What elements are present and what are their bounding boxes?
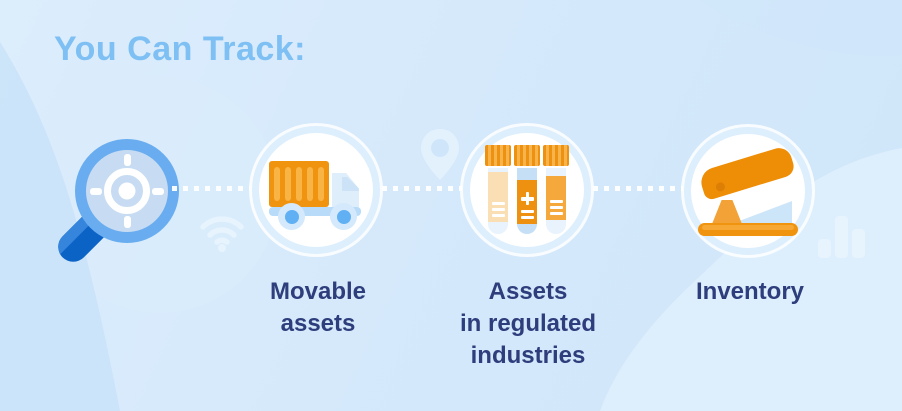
truck-window xyxy=(342,177,359,191)
truck-wheel xyxy=(278,203,305,230)
item-label-regulated-assets: Assets in regulated industries xyxy=(459,278,597,369)
magnifier-lens xyxy=(75,139,179,243)
crosshair-tick xyxy=(152,187,164,195)
truck-cab xyxy=(332,173,359,207)
stapler-base xyxy=(698,223,798,236)
page-title: You Can Track: xyxy=(54,30,306,68)
crosshair-tick xyxy=(123,216,131,228)
location-pin-icon xyxy=(421,129,459,180)
crosshair-center-dot xyxy=(118,182,136,200)
regulated-assets-circle xyxy=(470,133,584,247)
dotted-connector xyxy=(593,186,683,191)
dotted-connector xyxy=(382,186,462,191)
stapler-paper xyxy=(734,201,792,223)
inventory-circle xyxy=(691,134,805,248)
crosshair-tick xyxy=(90,187,102,195)
bar-chart-bar xyxy=(818,239,831,258)
item-label-inventory: Inventory xyxy=(695,278,805,305)
stapler-arm xyxy=(697,144,797,202)
truck-chassis xyxy=(269,207,361,216)
bar-chart-bar xyxy=(835,216,848,258)
test-tubes-icon xyxy=(485,145,569,237)
target-crosshair-icon xyxy=(90,154,164,228)
stapler-pivot xyxy=(712,200,742,224)
test-tube xyxy=(543,145,569,237)
bar-chart-icon xyxy=(818,212,868,258)
dotted-connector xyxy=(172,186,250,191)
crosshair-ring xyxy=(104,168,150,214)
truck-wheel xyxy=(330,203,357,230)
stapler-icon xyxy=(697,144,798,236)
wifi-icon xyxy=(200,216,244,252)
bar-chart-bar xyxy=(852,229,865,258)
item-label-movable-assets: Movable assets xyxy=(269,278,367,337)
plus-icon xyxy=(520,192,534,205)
test-tube xyxy=(485,145,511,237)
movable-assets-circle xyxy=(259,133,373,247)
truck-icon xyxy=(269,155,363,231)
truck-cargo-box xyxy=(269,161,329,207)
test-tube xyxy=(514,145,540,237)
crosshair-tick xyxy=(123,154,131,166)
